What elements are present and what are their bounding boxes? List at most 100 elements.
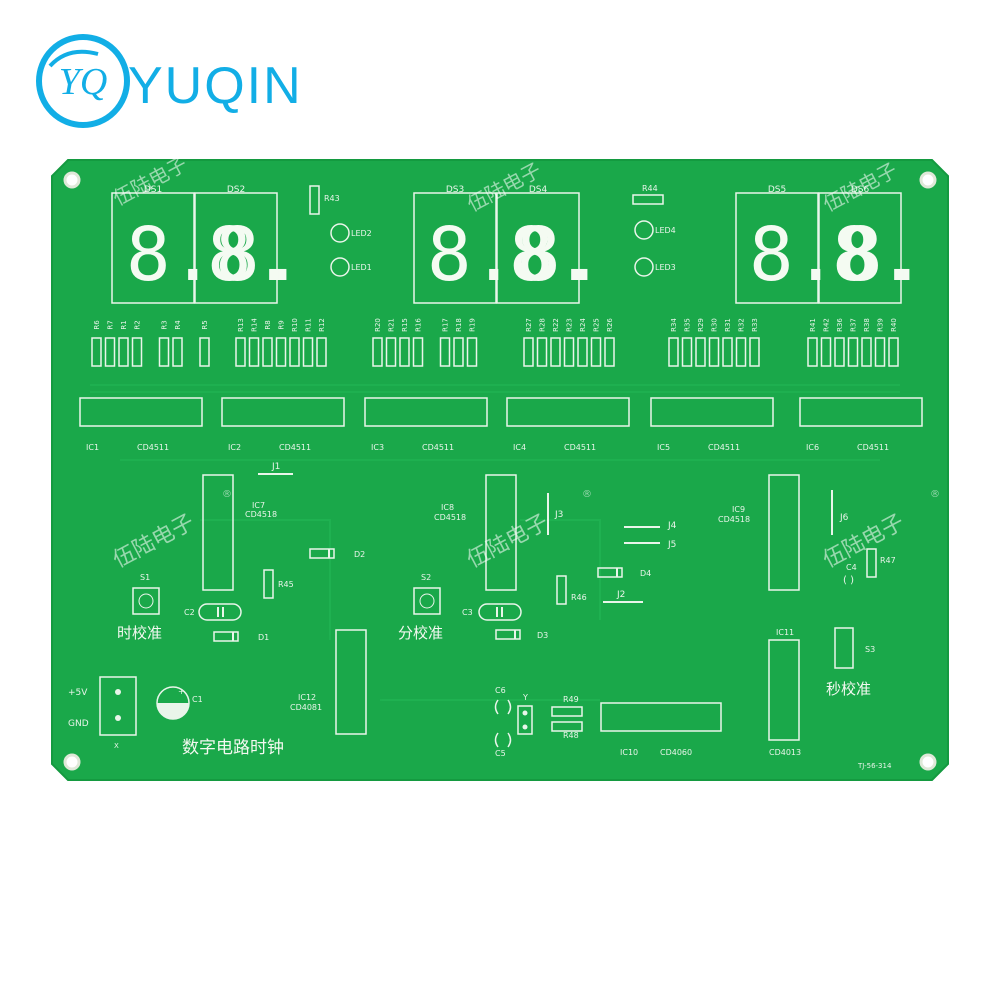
- capacitor-c5: C5: [494, 732, 512, 758]
- resistor: [453, 337, 464, 367]
- resistor-label: R25: [593, 318, 601, 332]
- j1-label: J1: [271, 462, 280, 472]
- j4-label: J4: [667, 521, 677, 531]
- resistor: [590, 337, 602, 367]
- resistor: [262, 337, 273, 367]
- svg-text:CD4013: CD4013: [769, 748, 801, 757]
- resistor: [372, 337, 383, 367]
- decoder-ic6: IC6 CD4511: [799, 397, 923, 452]
- minute-adjust-label: 分校准: [398, 624, 443, 642]
- resistor: [722, 337, 733, 367]
- switch-s1: S1: [132, 573, 160, 615]
- svg-text:CD4081: CD4081: [290, 703, 322, 712]
- resistor-label: R31: [724, 318, 732, 332]
- svg-text:+: +: [178, 687, 185, 696]
- resistor-label: R7: [107, 320, 115, 329]
- digits-ds1: 8.8.: [126, 212, 304, 298]
- r47-label: R47: [880, 556, 896, 565]
- resistor-label: R40: [890, 318, 898, 332]
- led2-label: LED2: [351, 229, 372, 238]
- diode-d1: D1: [213, 631, 269, 642]
- svg-text:C6: C6: [495, 686, 506, 695]
- brand-name: YUQIN: [128, 57, 303, 115]
- svg-text:D1: D1: [258, 633, 269, 642]
- display-ds3: DS3: [413, 185, 497, 304]
- resistor-label: R15: [401, 318, 409, 332]
- power-connector: +5V GND X: [68, 676, 137, 750]
- resistor-label: R24: [579, 318, 587, 332]
- svg-text:+5V: +5V: [68, 688, 88, 698]
- resistor: [536, 337, 548, 367]
- diode-d4: D4: [597, 567, 651, 578]
- counter-ic9: IC9 CD4518: [718, 474, 800, 591]
- svg-text:IC9: IC9: [732, 505, 745, 514]
- capacitor-c2: C2: [184, 603, 242, 621]
- svg-text:IC7: IC7: [252, 501, 265, 510]
- resistor: [91, 337, 102, 367]
- resistor: [550, 337, 561, 367]
- resistor-label: R6: [93, 320, 101, 330]
- svg-text:C3: C3: [462, 608, 473, 617]
- resistor: [385, 337, 397, 367]
- r44-label: R44: [642, 184, 658, 193]
- switch-s2: S2: [413, 573, 441, 615]
- led4-label: LED4: [655, 226, 676, 235]
- svg-text:GND: GND: [68, 719, 89, 729]
- resistor: [668, 337, 679, 367]
- resistor: [399, 337, 410, 367]
- resistor: [275, 337, 287, 367]
- resistor-label: R19: [469, 318, 477, 332]
- capacitor-c6: C6: [494, 686, 512, 715]
- resistor: [158, 337, 170, 367]
- resistor-label: R3: [161, 320, 169, 329]
- svg-text:IC1: IC1: [86, 443, 99, 452]
- led1-label: LED1: [351, 263, 372, 272]
- decoder-ic4: IC4 CD4511: [506, 397, 630, 452]
- resistor: [235, 337, 246, 367]
- svg-text:CD4511: CD4511: [279, 443, 311, 452]
- resistor-label: R33: [751, 318, 759, 332]
- svg-text:CD4511: CD4511: [422, 443, 454, 452]
- svg-text:( ): ( ): [843, 575, 854, 586]
- resistor-label: R10: [291, 318, 299, 332]
- resistor: [412, 337, 424, 367]
- resistor-label: R14: [251, 318, 259, 332]
- r46-label: R46: [571, 593, 587, 602]
- gate-ic12: IC12 CD4081: [290, 629, 367, 735]
- svg-text:CD4518: CD4518: [718, 515, 750, 524]
- resistor: [577, 337, 588, 367]
- j2-label: J2: [616, 590, 625, 600]
- svg-text:IC4: IC4: [513, 443, 526, 452]
- brand-logo: YQ: [28, 26, 328, 146]
- digits-ds5: 8.8.: [749, 212, 927, 298]
- resistor: [708, 337, 720, 367]
- decoder-ic1: IC1 CD4511: [79, 397, 203, 452]
- resistor-label: R37: [850, 318, 858, 332]
- resistor: [523, 337, 534, 367]
- board-title: 数字电路时钟: [182, 738, 284, 758]
- resistor: [302, 337, 314, 367]
- resistor-label: R35: [684, 318, 692, 332]
- resistor-label: R1: [120, 320, 128, 329]
- capacitor-c4: C4 ( ): [843, 563, 857, 586]
- counter-ic7: IC7 CD4518: [202, 474, 277, 591]
- resistor-label: R28: [539, 318, 547, 332]
- switch-s3: S3: [834, 627, 875, 669]
- resistor: [735, 337, 747, 367]
- resistor-label: R23: [566, 318, 574, 332]
- resistor-label: R41: [809, 318, 817, 332]
- resistor: [104, 337, 116, 367]
- resistor-label: R8: [264, 320, 272, 329]
- diode-d3: D3: [495, 629, 548, 640]
- capacitor-c1: + C1: [156, 686, 203, 720]
- j5-label: J5: [667, 540, 676, 550]
- resistor-label: R32: [738, 318, 746, 332]
- resistor-label: R4: [174, 320, 182, 330]
- r49-label: R49: [563, 695, 579, 704]
- r43-label: R43: [324, 194, 340, 203]
- svg-text:C4: C4: [846, 563, 857, 572]
- resistor: [861, 337, 872, 367]
- resistor-label: R11: [305, 318, 313, 332]
